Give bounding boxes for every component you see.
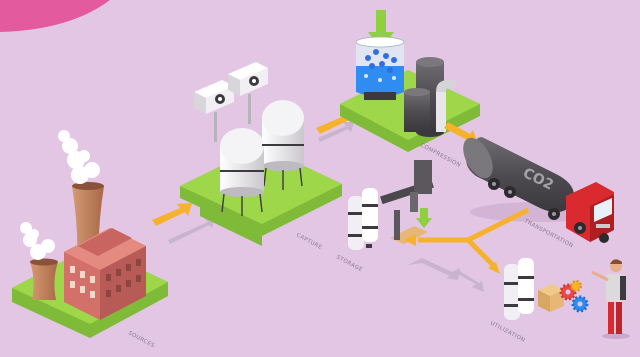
stage-label-utilization: UTILIZATION [489,320,526,343]
stage-label-storage: STORAGE [335,254,364,273]
product-boxes [538,284,564,312]
corner-decoration [0,0,110,32]
cooling-tower-short [30,259,58,301]
presenter-person [592,259,630,339]
pipeline-split-arrow [418,210,528,266]
injection-pump-jack [380,160,434,244]
arrow-sources-to-capture [152,203,192,226]
utilization-cylinders [504,258,534,320]
stage-label-sources: SOURCES [127,330,156,349]
absorption-vessel [356,37,404,100]
storage-area [348,188,378,250]
air-capture-fan-units [194,62,268,142]
stage-label-capture: CAPTURE [295,232,323,251]
gear-icons [561,281,587,311]
